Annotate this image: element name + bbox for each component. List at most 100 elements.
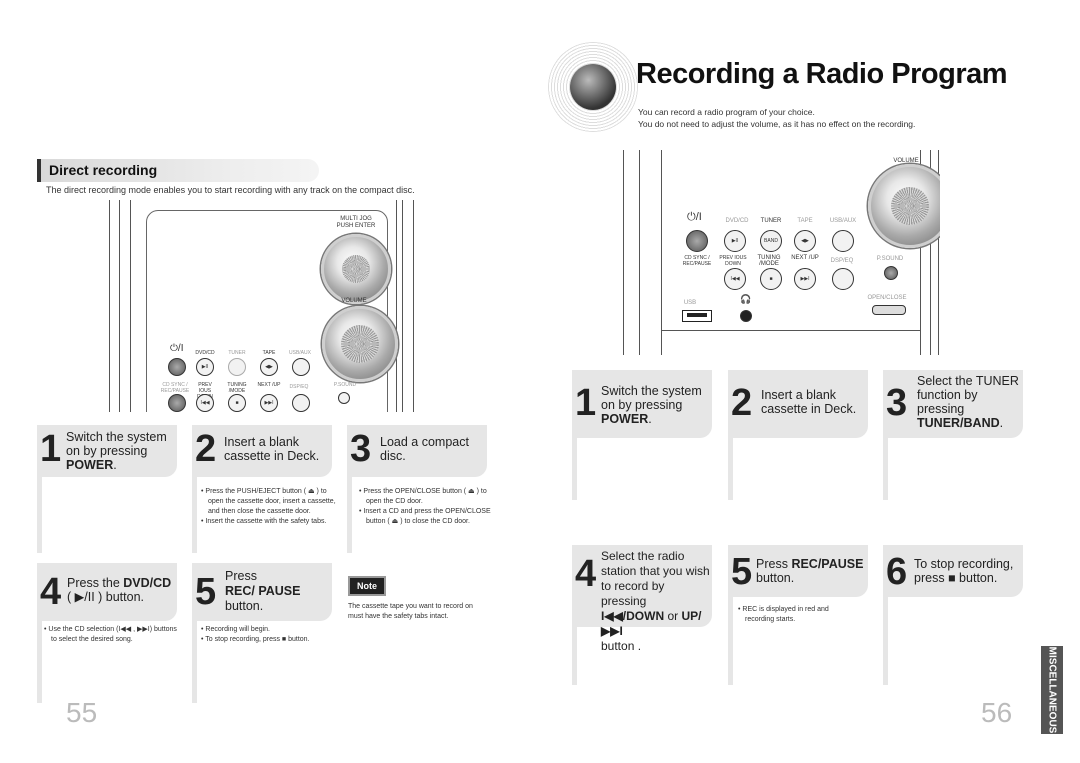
- step-5-bullets: • REC is displayed in red and recording …: [738, 605, 858, 625]
- step-text: Insert a blank cassette in Deck.: [761, 388, 857, 416]
- step-text: To stop recording, press ■ button.: [914, 557, 1014, 585]
- btn-label-psound: P.SOUND: [333, 382, 357, 388]
- btn-label-usbaux: USB/AUX: [829, 218, 857, 224]
- page-title: Recording a Radio Program: [636, 58, 1008, 90]
- step-3: 3 Load a compact disc.: [347, 425, 487, 477]
- open-close-button[interactable]: [872, 305, 906, 315]
- bullet: • Insert a CD and press the OPEN/CLOSE b…: [359, 508, 491, 525]
- step-4: 4 Press the DVD/CD( ▶/II ) button.: [37, 563, 177, 621]
- usb-label: USB: [683, 300, 697, 306]
- step-text: Select the radio station that you wish t…: [601, 549, 710, 653]
- step-stem: [37, 563, 42, 703]
- left-device-illustration: MULTI JOG PUSH ENTER VOLUME ⏻/I DVD/CD T…: [106, 200, 418, 412]
- tuning-button[interactable]: ■: [760, 268, 782, 290]
- step-stem: [37, 425, 42, 553]
- note-badge: Note: [348, 576, 386, 596]
- step-5-bullets: • Recording will begin. • To stop record…: [201, 625, 341, 645]
- power-button[interactable]: [686, 230, 708, 252]
- btn-label-dvdcd: DVD/CD: [195, 350, 215, 356]
- page-number-right: 56: [981, 697, 1013, 728]
- step-2: 2 Insert a blank cassette in Deck.: [728, 370, 868, 438]
- dspeq-button[interactable]: [292, 394, 310, 412]
- next-button[interactable]: ▶▶I: [794, 268, 816, 290]
- psound-button[interactable]: [884, 266, 898, 280]
- open-close-label: OPEN/CLOSE: [867, 295, 907, 301]
- btn-label-cdsync: CD SYNC / REC/PAUSE: [682, 255, 712, 267]
- jog-label-2: PUSH ENTER: [336, 223, 376, 229]
- step-number: 4: [575, 553, 596, 595]
- step-stem: [728, 545, 733, 685]
- step-2-bullets: • Press the PUSH/EJECT button ( ⏏ ) to o…: [201, 487, 343, 527]
- dspeq-button[interactable]: [832, 268, 854, 290]
- volume-knob[interactable]: [868, 164, 940, 248]
- step-stem: [192, 425, 197, 553]
- dvdcd-button[interactable]: ▶II: [196, 358, 214, 376]
- step-stem: [347, 425, 352, 553]
- power-symbol: ⏻/I: [170, 343, 184, 354]
- cdsync-button[interactable]: [168, 394, 186, 412]
- btn-label-tuner: TUNER: [760, 218, 782, 224]
- power-button[interactable]: [168, 358, 186, 376]
- tuner-button[interactable]: [228, 358, 246, 376]
- bullet: • Insert the cassette with the safety ta…: [201, 518, 327, 525]
- section-title: Direct recording: [49, 162, 158, 178]
- step-number: 5: [195, 571, 216, 613]
- prev-button[interactable]: I◀◀: [196, 394, 214, 412]
- step-number: 4: [40, 571, 61, 613]
- step-4-bullets: • Use the CD selection (I◀◀ , ▶▶I) butto…: [44, 625, 184, 645]
- dvdcd-button[interactable]: ▶II: [724, 230, 746, 252]
- jog-label: MULTI JOG: [340, 216, 372, 222]
- section-header: Direct recording: [37, 159, 319, 182]
- psound-button[interactable]: [338, 392, 350, 404]
- btn-label-usbaux: USB/AUX: [289, 350, 311, 356]
- step-number: 1: [575, 382, 596, 424]
- volume-knob[interactable]: [322, 306, 398, 382]
- tape-button[interactable]: ◀▶: [260, 358, 278, 376]
- volume-label: VOLUME: [341, 298, 367, 304]
- bullet: • REC is displayed in red and recording …: [738, 606, 829, 623]
- btn-label-tuning: TUNING /MODE: [757, 255, 781, 267]
- page-number-left: 55: [66, 697, 98, 728]
- btn-label-tape: TAPE: [797, 218, 813, 224]
- tuner-band-button[interactable]: BAND: [760, 230, 782, 252]
- bullet: • Use the CD selection (I◀◀ , ▶▶I) butto…: [44, 626, 177, 643]
- usbaux-button[interactable]: [832, 230, 854, 252]
- step-2: 2 Insert a blank cassette in Deck.: [192, 425, 332, 477]
- step-stem: [883, 545, 888, 685]
- bullet: • To stop recording, press ■ button.: [201, 636, 310, 643]
- right-device-illustration: VOLUME ⏻/I DVD/CD TUNER TAPE USB/AUX ▶II…: [620, 150, 940, 355]
- btn-label-tuning: TUNING /MODE: [227, 382, 247, 394]
- section-side-tab: MISCELLANEOUS: [1041, 646, 1063, 734]
- multi-jog-knob[interactable]: [321, 234, 391, 304]
- prev-button[interactable]: I◀◀: [724, 268, 746, 290]
- usb-port[interactable]: [682, 310, 712, 322]
- tuning-button[interactable]: ■: [228, 394, 246, 412]
- step-number: 2: [195, 428, 216, 470]
- step-text: Insert a blank cassette in Deck.: [224, 435, 320, 463]
- power-symbol: ⏻/I: [687, 211, 702, 223]
- note-text: The cassette tape you want to record on …: [348, 603, 473, 620]
- step-number: 3: [886, 382, 907, 424]
- step-4: 4 Select the radio station that you wish…: [572, 545, 712, 653]
- step-number: 5: [731, 551, 752, 593]
- btn-label-psound: P.SOUND: [876, 256, 904, 262]
- btn-label-prev: PREV IOUS DOWN: [719, 255, 747, 267]
- next-button[interactable]: ▶▶I: [260, 394, 278, 412]
- step-6: 6 To stop recording, press ■ button.: [883, 545, 1023, 597]
- headphone-jack[interactable]: [740, 310, 752, 322]
- bullet: • Press the PUSH/EJECT button ( ⏏ ) to o…: [201, 488, 336, 515]
- tape-button[interactable]: ◀▶: [794, 230, 816, 252]
- usbaux-button[interactable]: [292, 358, 310, 376]
- volume-label: VOLUME: [893, 158, 919, 164]
- bullet: • Press the OPEN/CLOSE button ( ⏏ ) to o…: [359, 488, 487, 505]
- headphone-icon: 🎧: [740, 294, 752, 304]
